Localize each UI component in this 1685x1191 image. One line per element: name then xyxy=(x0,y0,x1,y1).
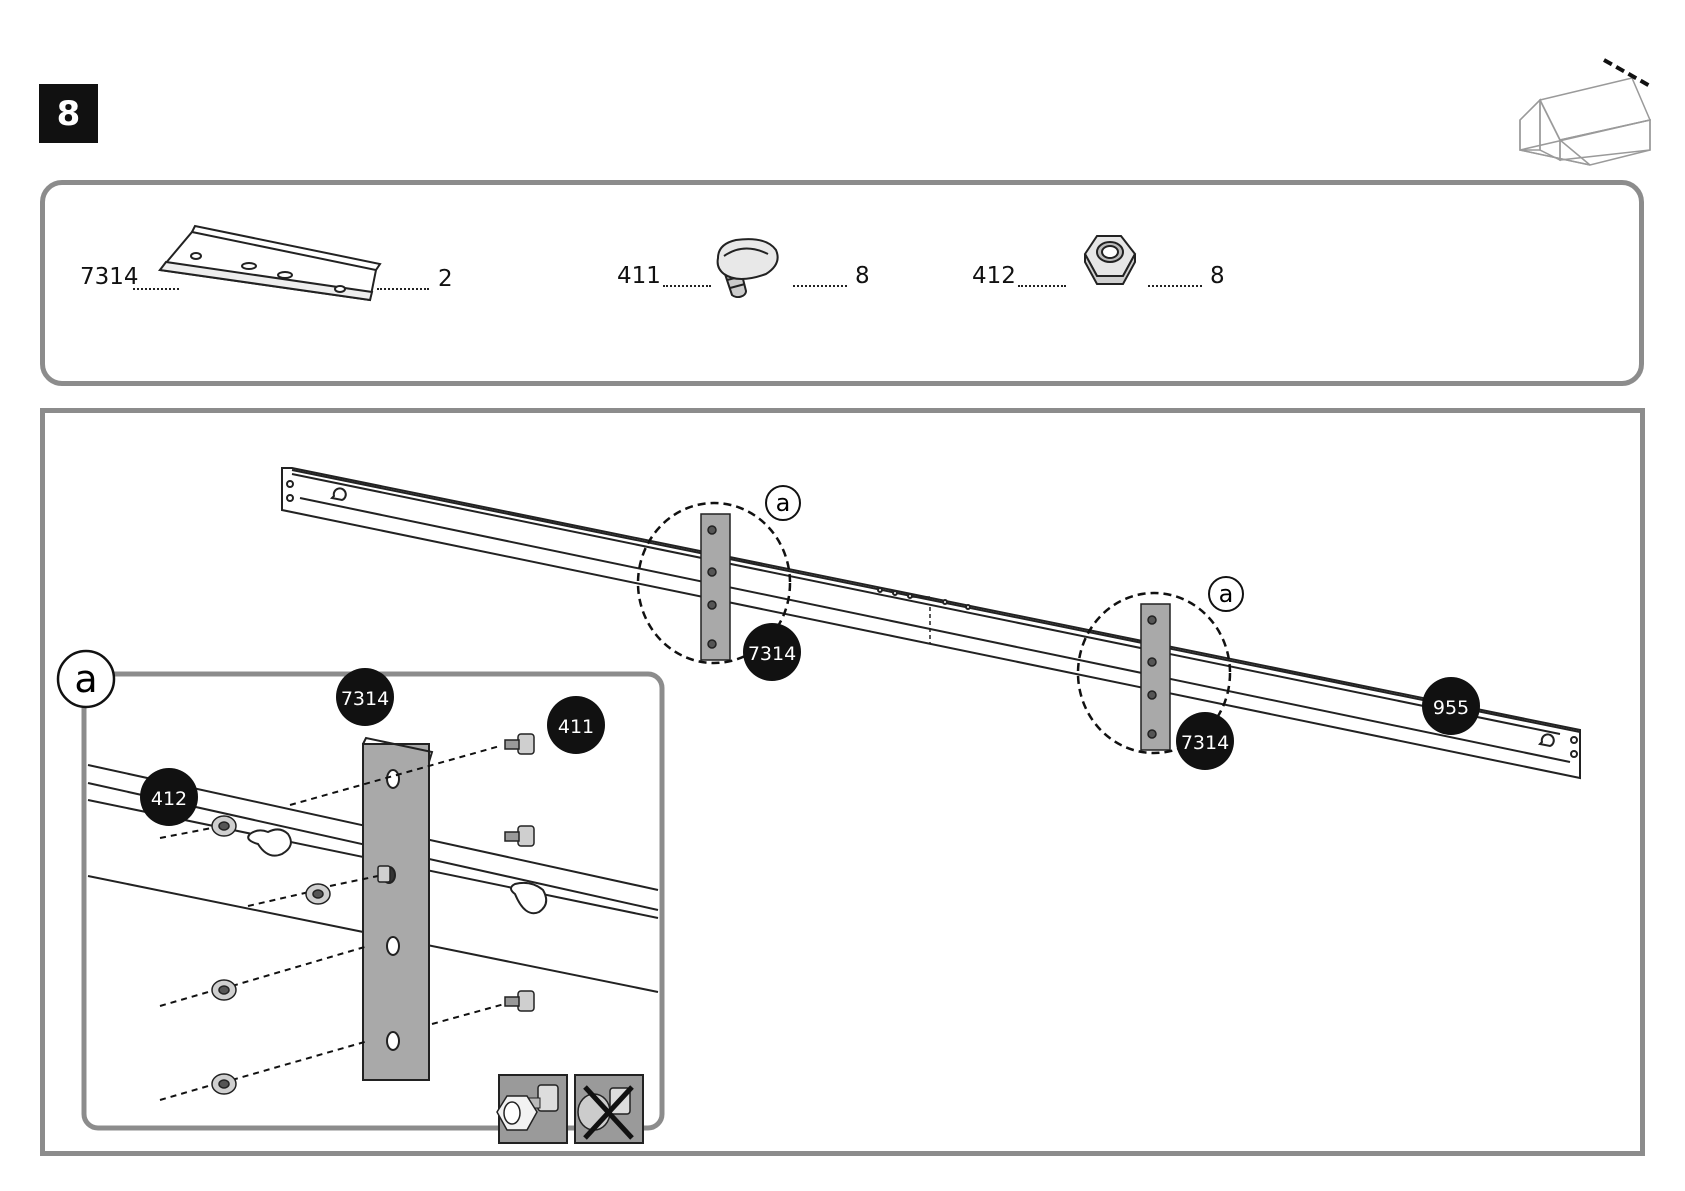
badge-7314-inset-label: 7314 xyxy=(341,688,389,710)
correct-orientation-icon xyxy=(497,1075,567,1143)
inset-plate-7314 xyxy=(363,738,432,1080)
detail-letter-left: a xyxy=(776,489,791,517)
badge-7314-right-label: 7314 xyxy=(1181,732,1229,754)
incorrect-orientation-icon xyxy=(575,1075,643,1143)
badge-411-label: 411 xyxy=(558,716,594,738)
plate-7314-left xyxy=(701,514,730,660)
detail-letter-right: a xyxy=(1219,580,1234,608)
badge-955-label: 955 xyxy=(1433,697,1469,719)
badge-7314-left-label: 7314 xyxy=(748,643,796,665)
plate-7314-right xyxy=(1141,604,1170,750)
badge-412-label: 412 xyxy=(151,788,187,810)
detail-inset-letter: a xyxy=(74,657,97,701)
